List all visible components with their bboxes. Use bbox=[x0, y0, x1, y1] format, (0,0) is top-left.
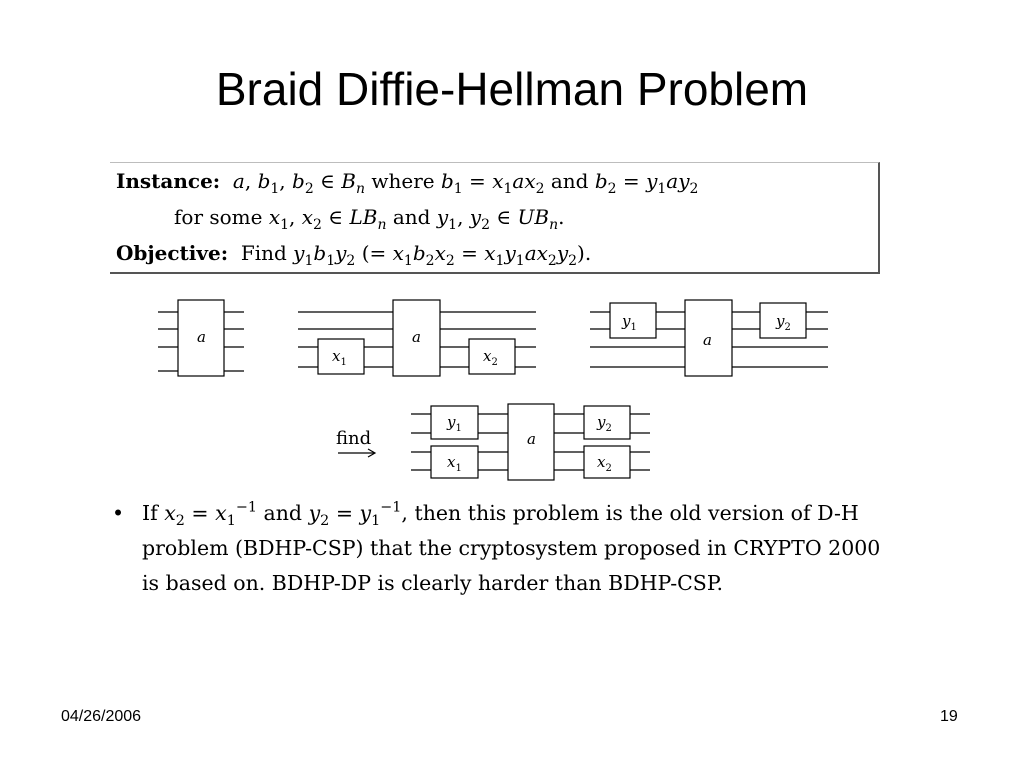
label-a-4: a bbox=[527, 430, 536, 448]
slide-title: Braid Diffie-Hellman Problem bbox=[215, 63, 809, 115]
label-a-2: a bbox=[412, 328, 421, 346]
instance-line: Instance: a, b1, b2 ∈ Bn where b1 = x1ax… bbox=[116, 169, 699, 197]
label-x1-1: x1 bbox=[332, 347, 347, 368]
label-y2-1: y2 bbox=[775, 312, 791, 333]
bullet-text: If x2 = x1−1 and y2 = y1−1, then this pr… bbox=[142, 499, 881, 595]
instance-text: a, b1, b2 ∈ Bn where b1 = x1ax2 and b2 =… bbox=[232, 169, 699, 197]
label-y1-2: y1 bbox=[446, 413, 462, 434]
objective-label: Objective: bbox=[116, 241, 229, 265]
bullet-dot: • bbox=[112, 501, 125, 525]
page-number: 19 bbox=[940, 708, 958, 725]
braid-a-diagram bbox=[158, 299, 244, 377]
label-a-1: a bbox=[197, 328, 206, 346]
footer-date: 04/26/2006 bbox=[61, 708, 142, 725]
instance-label: Instance: bbox=[116, 169, 221, 193]
braid-a-box bbox=[177, 299, 225, 377]
braid-x1-a-x2-diagram bbox=[298, 299, 536, 377]
condition-line: for some x1, x2 ∈ LBn and y1, y2 ∈ UBn. bbox=[174, 205, 565, 233]
objective-line: Objective: Find y1b1y2 (= x1b2x2 = x1y1a… bbox=[116, 241, 592, 269]
label-x2-2: x2 bbox=[597, 453, 612, 474]
braid-y1-a-y2-diagram bbox=[590, 299, 828, 377]
find-label: find bbox=[336, 428, 371, 449]
objective-text: Find y1b1y2 (= x1b2x2 = x1y1ax2y2). bbox=[234, 241, 592, 269]
label-y1-1: y1 bbox=[621, 312, 637, 333]
label-x1-2: x1 bbox=[447, 453, 462, 474]
label-a-3: a bbox=[703, 331, 712, 349]
braid-result-diagram bbox=[411, 403, 650, 481]
label-y2-2: y2 bbox=[596, 413, 612, 434]
definition-box: Instance: a, b1, b2 ∈ Bn where b1 = x1ax… bbox=[110, 162, 880, 274]
label-x2-1: x2 bbox=[483, 347, 498, 368]
